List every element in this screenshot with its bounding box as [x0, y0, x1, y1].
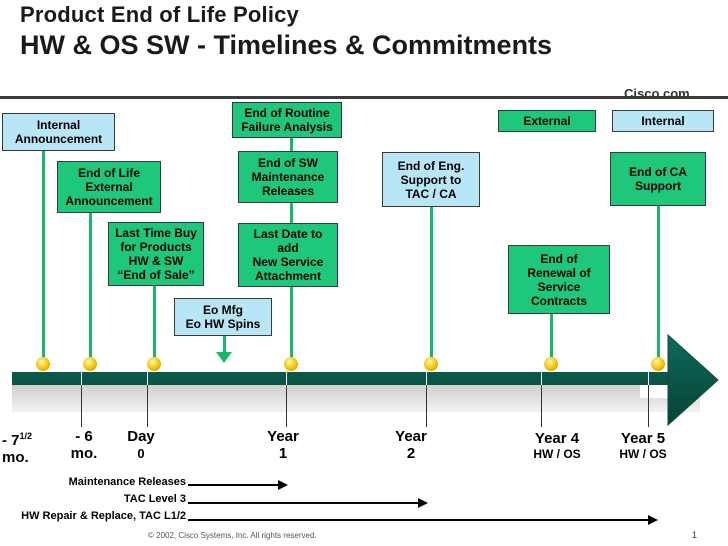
connector-ca-support: [657, 205, 660, 362]
bar-tick: [541, 372, 542, 385]
tick-line: [541, 385, 542, 427]
arrow-maintenance-line: [188, 484, 278, 486]
tick-line: [81, 385, 82, 427]
connector-last-time-buy: [153, 285, 156, 362]
milestone-marker: [36, 357, 50, 371]
box-eng-support: End of Eng. Support to TAC / CA: [382, 152, 480, 207]
milestone-marker: [424, 357, 438, 371]
connector-internal-announcement: [42, 150, 45, 362]
box-routine-failure-analysis: End of Routine Failure Analysis: [232, 102, 342, 138]
milestone-marker: [83, 357, 97, 371]
label-year-2: Year 2: [395, 428, 427, 462]
copyright-footer: © 2002, Cisco Systems, Inc. All rights r…: [148, 531, 317, 540]
tick-line: [648, 385, 649, 427]
row-label-maintenance-releases: Maintenance Releases: [68, 476, 186, 488]
arrow-hw-repair-head: [648, 515, 658, 525]
bar-tick: [648, 372, 649, 385]
arrow-tac3-head: [418, 498, 428, 508]
eo-mfg-arrow-head: [216, 352, 232, 363]
brand-label: Cisco.com: [624, 86, 690, 101]
connector-eol-external: [89, 212, 92, 362]
tick-line: [147, 385, 148, 427]
bar-tick: [426, 372, 427, 385]
arrow-hw-repair-line: [188, 519, 648, 521]
label-minus-6-months: - 6 mo.: [70, 428, 98, 462]
legend-internal: Internal: [612, 110, 714, 132]
bar-tick: [147, 372, 148, 385]
box-internal-announcement: Internal Announcement: [2, 113, 115, 151]
box-ca-support: End of CA Support: [610, 152, 706, 206]
bar-tick: [81, 372, 82, 385]
box-eo-mfg: Eo Mfg Eo HW Spins: [174, 298, 272, 336]
title-line-2: HW & OS SW - Timelines & Commitments: [20, 30, 553, 60]
row-label-tac-level-3: TAC Level 3: [123, 493, 186, 505]
box-renewal-service-contracts: End of Renewal of Service Contracts: [508, 245, 610, 314]
box-eol-external-announcement: End of Life External Announcement: [57, 161, 161, 213]
box-new-service-attachment: Last Date to add New Service Attachment: [238, 223, 338, 287]
title-rule: [0, 96, 728, 99]
box-sw-maintenance-releases: End of SW Maintenance Releases: [238, 151, 338, 203]
title-line-1: Product End of Life Policy: [20, 2, 299, 27]
box-last-time-buy: Last Time Buy for Products HW & SW “End …: [108, 222, 204, 286]
connector-eng-support: [430, 206, 433, 362]
page-number: 1: [692, 530, 698, 540]
legend-external: External: [498, 110, 596, 132]
arrow-maintenance-head: [278, 480, 288, 490]
connector-renewal: [550, 313, 553, 362]
milestone-marker: [651, 357, 665, 371]
bar-tick: [286, 372, 287, 385]
arrow-tac3-line: [188, 502, 418, 504]
eo-mfg-arrow-stem: [223, 336, 226, 354]
milestone-marker: [544, 357, 558, 371]
row-label-hw-repair: HW Repair & Replace, TAC L1/2: [21, 510, 186, 522]
tick-line: [286, 385, 287, 427]
label-year-1: Year 1: [267, 428, 299, 462]
milestone-marker: [147, 357, 161, 371]
tick-line: [426, 385, 427, 427]
milestone-marker: [284, 357, 298, 371]
